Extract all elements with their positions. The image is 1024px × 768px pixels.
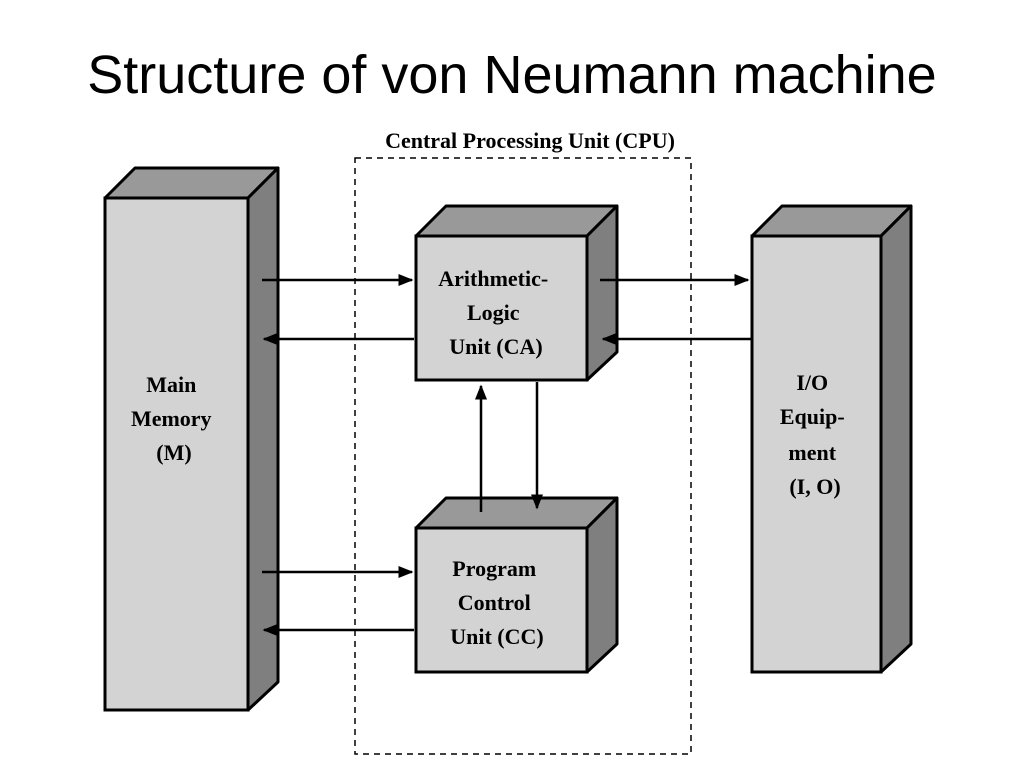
slide-title: Structure of von Neumann machine [87, 45, 937, 105]
data-flow-arrows [262, 274, 751, 636]
io-label: I/O Equip- ment (I, O) [780, 370, 850, 499]
io-label-line-2: Equip- [780, 404, 845, 429]
alu-label-line-2: Logic [467, 300, 520, 325]
io-label-line-1: I/O [796, 370, 828, 395]
pcu-label-line-3: Unit (CC) [450, 624, 544, 649]
io-label-line-3: ment [788, 440, 836, 465]
io-label-line-4: (I, O) [789, 474, 840, 499]
pcu-label-line-1: Program [452, 556, 536, 581]
cpu-boundary [354, 157, 692, 755]
main-memory-block: Main Memory (M) [103, 166, 280, 712]
pcu-label: Program Control Unit (CC) [450, 556, 544, 649]
cpu-label: Central Processing Unit (CPU) [385, 128, 675, 153]
main-memory-label-line-3: (M) [156, 440, 191, 465]
main-memory-label-line-2: Memory [131, 406, 212, 431]
alu-block: Arithmetic- Logic Unit (CA) [414, 204, 619, 382]
program-control-unit-block: Program Control Unit (CC) [414, 496, 619, 674]
pcu-label-line-2: Control [458, 590, 531, 615]
alu-label-line-3: Unit (CA) [449, 334, 543, 359]
main-memory-label: Main Memory (M) [131, 372, 217, 465]
alu-label-line-1: Arithmetic- [438, 266, 548, 291]
main-memory-label-line-1: Main [146, 372, 196, 397]
alu-label: Arithmetic- Logic Unit (CA) [438, 266, 553, 359]
io-equipment-block: I/O Equip- ment (I, O) [750, 204, 913, 674]
